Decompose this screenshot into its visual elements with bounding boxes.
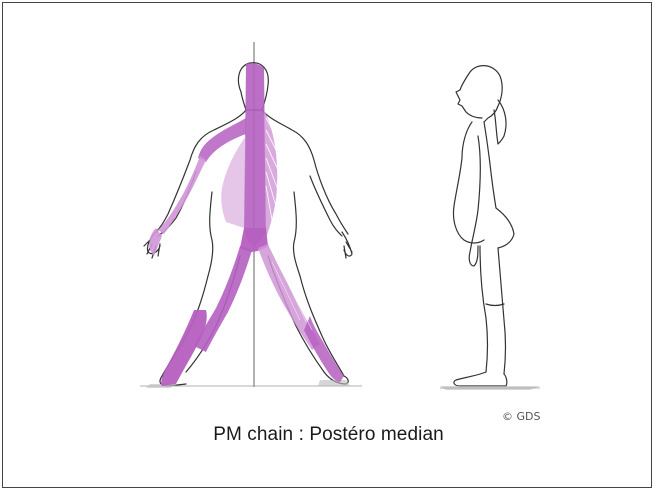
side-head-outline bbox=[456, 66, 502, 122]
chain-left-arm bbox=[158, 156, 206, 234]
side-arm bbox=[469, 136, 480, 266]
copyright-credit: © GDS bbox=[502, 410, 540, 423]
side-leg-back bbox=[498, 248, 506, 374]
chain-spinal-column bbox=[244, 63, 266, 246]
slide-caption: PM chain : Postéro median bbox=[0, 424, 657, 446]
back-right-waist bbox=[293, 192, 300, 276]
side-view-figure bbox=[453, 66, 514, 386]
back-right-arm-inner bbox=[310, 176, 342, 236]
side-ponytail bbox=[494, 100, 506, 144]
back-left-waist bbox=[208, 192, 213, 276]
chain-erector-fan bbox=[264, 110, 277, 238]
chain-left-lat bbox=[221, 136, 246, 228]
side-knee-line bbox=[486, 304, 504, 306]
back-right-hand bbox=[342, 232, 352, 258]
side-feet bbox=[454, 372, 507, 386]
chain-left-leg bbox=[194, 246, 252, 352]
side-leg-front bbox=[480, 246, 488, 372]
chain-left-hand bbox=[149, 228, 162, 256]
side-back-outline bbox=[484, 122, 514, 248]
pm-muscle-chain bbox=[149, 63, 344, 386]
